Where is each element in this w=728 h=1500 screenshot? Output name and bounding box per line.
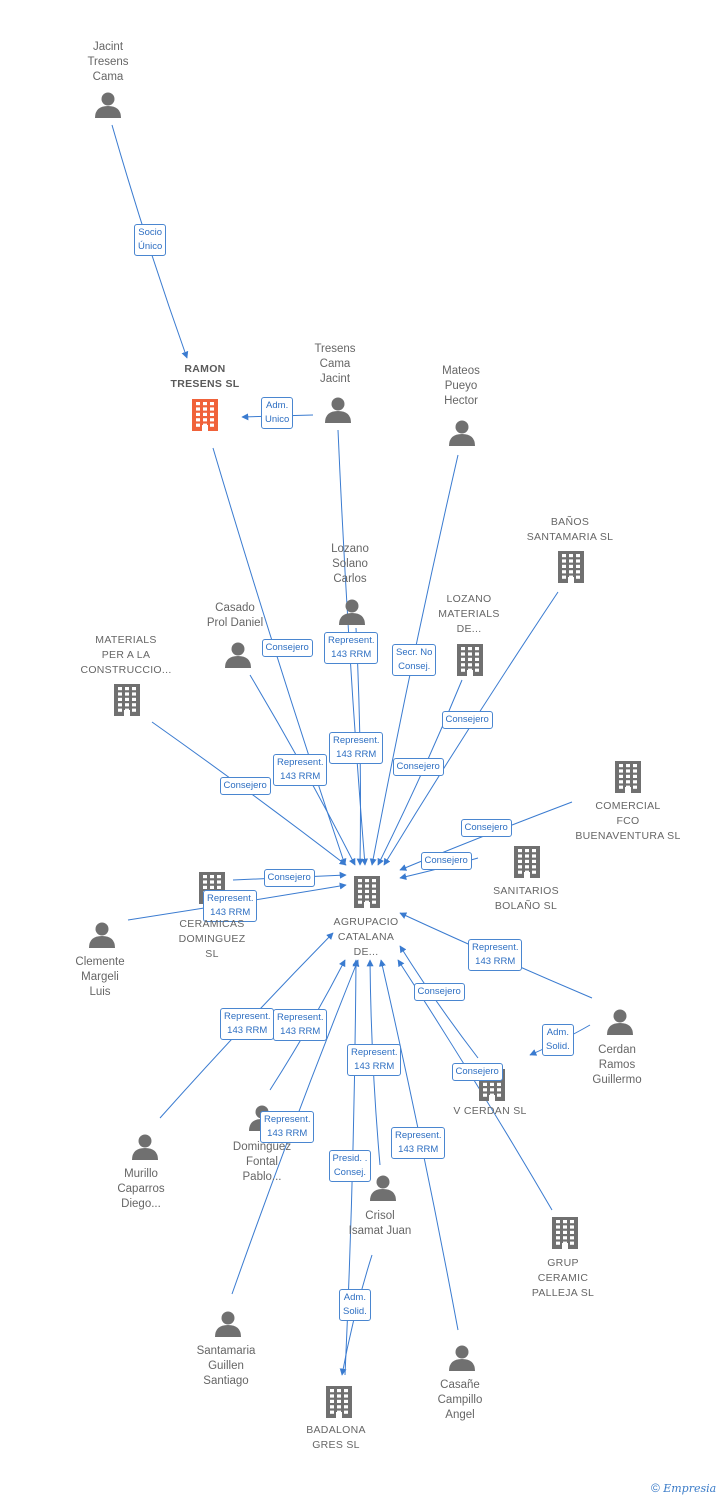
node-label-casado-prol-daniel[interactable]: Casado Prol Daniel <box>206 602 264 629</box>
person-icon[interactable] <box>225 642 251 669</box>
node-label-jacint-tresens-cama[interactable]: Jacint Tresens Cama <box>87 41 129 83</box>
copyright-footer: © Empresia <box>651 1481 716 1495</box>
building-icon[interactable] <box>514 846 540 878</box>
node-label-clemente-margeli-luis[interactable]: Clemente Margeli Luis <box>75 956 125 998</box>
edge-label[interactable]: Represent. 143 RRM <box>329 732 384 764</box>
node-label-ramon-tresens-sl[interactable]: RAMON TRESENS SL <box>170 363 240 390</box>
person-icon[interactable] <box>339 599 365 626</box>
building-icon[interactable] <box>615 761 641 793</box>
edge-label[interactable]: Represent. 143 RRM <box>347 1044 402 1076</box>
node-label-ceramicas-dominguez[interactable]: CERAMICAS DOMINGUEZ SL <box>178 918 246 960</box>
edge-label[interactable]: Represent. 143 RRM <box>391 1127 446 1159</box>
building-icon[interactable] <box>192 399 218 431</box>
edge-label[interactable]: Consejero <box>263 869 315 887</box>
person-icon[interactable] <box>449 1345 475 1372</box>
edge-label[interactable]: Adm. Solid. <box>542 1024 574 1056</box>
building-icon[interactable] <box>354 876 380 908</box>
node-label-crisol-isamat-juan[interactable]: Crisol Isamat Juan <box>348 1210 412 1237</box>
node-label-agrupacio-catalana[interactable]: AGRUPACIO CATALANA DE... <box>333 916 399 958</box>
node-label-badalona-gres-sl[interactable]: BADALONA GRES SL <box>306 1424 366 1451</box>
edge-label[interactable]: Adm. Solid. <box>339 1289 371 1321</box>
edge-label[interactable]: Consejero <box>413 983 465 1001</box>
person-icon[interactable] <box>370 1175 396 1202</box>
node-label-mateos-pueyo-hector[interactable]: Mateos Pueyo Hector <box>442 365 480 407</box>
edge-label[interactable]: Consejero <box>261 639 313 657</box>
person-icon[interactable] <box>325 397 351 424</box>
node-label-lozano-materials[interactable]: LOZANO MATERIALS DE... <box>438 593 500 635</box>
edge-label[interactable]: Presid. . Consej. <box>328 1150 372 1182</box>
edge-label[interactable]: Socio Único <box>134 224 167 256</box>
node-label-sanitarios-bolano[interactable]: SANITARIOS BOLAÑO SL <box>493 885 559 912</box>
empresia-logo[interactable]: Empresia <box>663 1482 717 1495</box>
person-icon[interactable] <box>132 1134 158 1161</box>
edge-label[interactable]: Represent. 143 RRM <box>273 1009 328 1041</box>
node-label-tresens-cama-jacint[interactable]: Tresens Cama Jacint <box>314 343 356 385</box>
node-label-casane-campillo-angel[interactable]: Casañe Campillo Angel <box>437 1379 483 1421</box>
person-icon[interactable] <box>607 1009 633 1036</box>
copyright-icon: © <box>651 1481 660 1495</box>
building-icon[interactable] <box>457 644 483 676</box>
edge-label[interactable]: Represent. 143 RRM <box>220 1008 275 1040</box>
node-label-banos-santamaria-sl[interactable]: BAÑOS SANTAMARIA SL <box>526 516 614 543</box>
edge-label[interactable]: Represent. 143 RRM <box>324 632 379 664</box>
edge-label[interactable]: Represent. 143 RRM <box>273 754 328 786</box>
person-icon[interactable] <box>215 1311 241 1338</box>
edge-label[interactable]: Represent. 143 RRM <box>468 939 523 971</box>
node-label-murillo-caparros-diego[interactable]: Murillo Caparros Diego... <box>117 1168 165 1210</box>
building-icon[interactable] <box>114 684 140 716</box>
building-icon[interactable] <box>552 1217 578 1249</box>
node-label-santamaria-guillen-santiago[interactable]: Santamaria Guillen Santiago <box>196 1345 256 1387</box>
node-label-dominguez-fontal-pablo[interactable]: Dominguez Fontal Pablo... <box>232 1141 292 1183</box>
node-label-cerdan-ramos-guillermo[interactable]: Cerdan Ramos Guillermo <box>592 1044 642 1086</box>
person-icon[interactable] <box>95 92 121 119</box>
edge-label[interactable]: Consejero <box>441 711 493 729</box>
person-icon[interactable] <box>449 420 475 447</box>
building-icon[interactable] <box>326 1386 352 1418</box>
building-icon[interactable] <box>558 551 584 583</box>
edge-label[interactable]: Consejero <box>219 777 271 795</box>
node-label-lozano-solano-carlos[interactable]: Lozano Solano Carlos <box>331 543 369 585</box>
edge-label[interactable]: Consejero <box>460 819 512 837</box>
edge-label[interactable]: Represent. 143 RRM <box>203 890 258 922</box>
edge-label[interactable]: Represent. 143 RRM <box>260 1111 315 1143</box>
person-icon[interactable] <box>89 922 115 949</box>
edge-label[interactable]: Consejero <box>451 1063 503 1081</box>
node-label-v-cerdan-sl[interactable]: V CERDAN SL <box>453 1105 527 1117</box>
edge-label[interactable]: Consejero <box>392 758 444 776</box>
edge-label[interactable]: Consejero <box>420 852 472 870</box>
edge-v_cerdan_sl-to-agrupacio_catalana <box>399 945 479 1059</box>
edge-label[interactable]: Adm. Unico <box>261 397 294 429</box>
edge-label[interactable]: Secr. No Consej. <box>392 644 437 676</box>
node-label-grup-ceramic-palleja[interactable]: GRUP CERAMIC PALLEJA SL <box>531 1257 595 1299</box>
node-label-materials-construccio[interactable]: MATERIALS PER A LA CONSTRUCCIO... <box>80 634 172 676</box>
node-label-comercial-fco[interactable]: COMERCIAL FCO BUENAVENTURA SL <box>575 800 681 842</box>
